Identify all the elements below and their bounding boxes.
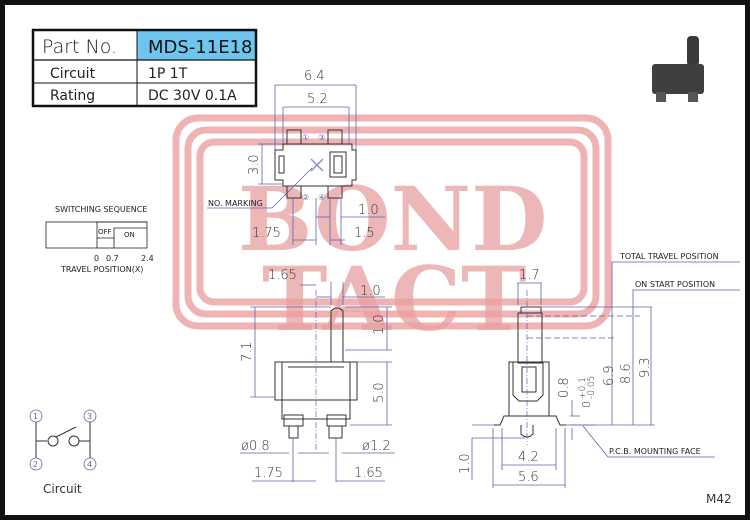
- dim-free: 9.3: [638, 357, 653, 378]
- dim-pin-length: 1.0: [458, 453, 473, 474]
- dim-height: 3.0: [247, 154, 262, 175]
- dim-pin-right: 1.5: [354, 226, 375, 241]
- dim-pin-gap: 1.0: [358, 203, 379, 218]
- pin-label-4: ④: [318, 193, 325, 202]
- dim-side-actuator: 1.7: [519, 268, 540, 283]
- circuit-pin-1: 1: [33, 412, 38, 421]
- dim-pin-left: 1.75: [252, 226, 281, 241]
- circuit-label: Circuit: [50, 66, 96, 82]
- side-view: 1.7 TOTAL TRAVEL POSITION ON START POSIT…: [458, 252, 740, 488]
- dim-pin-left-front: 1.75: [254, 466, 283, 481]
- no-marking-label: NO. MARKING: [208, 199, 263, 208]
- pin-label-3: ③: [318, 133, 325, 142]
- dim-width-inner: 5.2: [307, 92, 328, 107]
- dim-tolerance-base: 0: [580, 401, 593, 408]
- rating-label: Rating: [50, 88, 95, 104]
- dim-total-travel: 6.9: [602, 365, 617, 386]
- total-travel-label: TOTAL TRAVEL POSITION: [619, 252, 719, 261]
- top-view: 6.4 5.2 3.0 ① ③ ② ④ NO. MARKING 1.75 1.5…: [207, 69, 385, 245]
- pcb-mounting-label: P.C.B. MOUNTING FACE: [609, 447, 701, 456]
- circuit-diagram: 1 3 2 4 Circuit: [29, 409, 97, 496]
- off-label: OFF: [98, 228, 112, 236]
- dim-pin-dia-right: ø1.2: [362, 439, 391, 454]
- dim-total-height: 7.1: [240, 341, 255, 362]
- dim-width-outer: 6.4: [304, 69, 325, 84]
- tick-0-7: 0.7: [106, 254, 119, 263]
- dim-outer-width: 5.6: [518, 470, 539, 485]
- dim-tolerance-plus: +0.1: [578, 377, 588, 399]
- dim-tolerance-minus: -0.05: [587, 376, 597, 399]
- switching-sequence: SWITCHING SEQUENCE OFF ON 0 0.7 2.4 TRAV…: [45, 205, 154, 274]
- rating-value: DC 30V 0.1A: [148, 88, 237, 104]
- circuit-pin-3: 3: [87, 412, 92, 421]
- watermark-logo: BOND TACT: [172, 114, 612, 351]
- on-label: ON: [124, 231, 135, 239]
- dim-offset: 1.65: [268, 268, 297, 283]
- front-view: 1.65 1.0 1.0 7.1 5.0 ø0.8 ø1.2 1.75 1.65: [240, 268, 395, 482]
- pin-label-2: ②: [302, 193, 309, 202]
- switching-sequence-title: SWITCHING SEQUENCE: [55, 205, 147, 214]
- dim-pin-dia-left: ø0.8: [241, 439, 270, 454]
- watermark-bond: BOND: [238, 167, 547, 271]
- on-start-label: ON START POSITION: [635, 280, 715, 289]
- circuit-value: 1P 1T: [148, 66, 188, 82]
- drawing-code: M42: [706, 492, 732, 506]
- part-no-value: MDS-11E18: [148, 37, 253, 58]
- dim-pin-right-front: 1.65: [354, 466, 383, 481]
- travel-position-label: TRAVEL POSITION(X): [60, 265, 143, 274]
- watermark-tact: TACT: [262, 247, 526, 351]
- pin-label-1: ①: [302, 133, 309, 142]
- tick-0: 0: [94, 254, 99, 263]
- product-photo: [652, 36, 704, 102]
- spec-table: Part No. MDS-11E18 Circuit 1P 1T Rating …: [31, 28, 258, 108]
- dim-inner-width: 4.2: [518, 450, 539, 465]
- dim-actuator-width: 1.0: [360, 284, 381, 299]
- circuit-pin-2: 2: [33, 460, 38, 469]
- dim-flange: 0.8: [557, 377, 572, 398]
- circuit-pin-4: 4: [87, 460, 92, 469]
- circuit-label: Circuit: [43, 482, 82, 496]
- dim-on-start: 8.6: [619, 363, 634, 384]
- tick-2-4: 2.4: [141, 254, 154, 263]
- dim-actuator-tip: 1.0: [372, 314, 387, 335]
- dim-body-height: 5.0: [372, 382, 387, 403]
- part-no-label: Part No.: [42, 36, 117, 58]
